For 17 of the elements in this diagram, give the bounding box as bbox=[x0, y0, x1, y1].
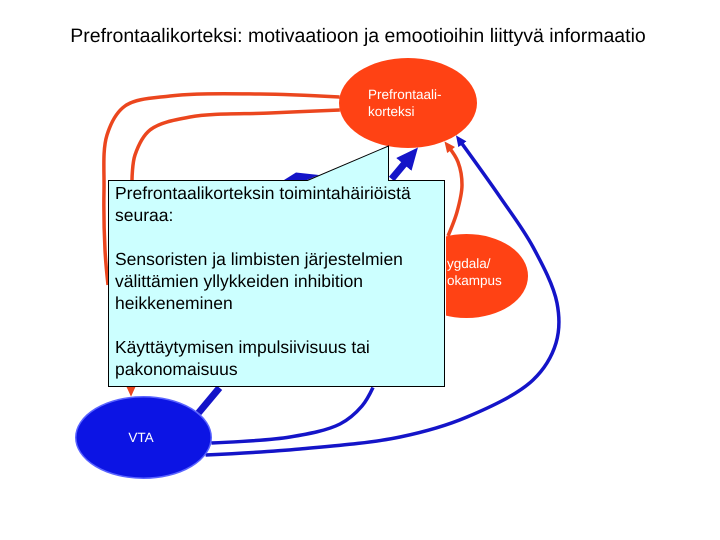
connector-line bbox=[211, 386, 375, 445]
region-label: VTA bbox=[128, 430, 154, 446]
arrow bbox=[444, 141, 464, 237]
callout-box bbox=[108, 145, 445, 387]
arrow bbox=[205, 135, 561, 457]
callout-text: Käyttäytymisen impulsiivisuus tai pakonomaisuus bbox=[115, 336, 371, 380]
arrow bbox=[388, 148, 418, 182]
callout-heading: Prefrontaalikorteksin toimintahäiriöistä seuraa: bbox=[115, 182, 412, 226]
callout-text: Sensoristen ja limbisten järjestelmien välittämien yllykkeiden inhibition heikkeneminen bbox=[115, 248, 404, 314]
region-label: ygdala/ okampus bbox=[447, 256, 502, 289]
connector-line bbox=[102, 92, 340, 286]
region-ellipse bbox=[75, 396, 212, 479]
diagram-title: Prefrontaalikorteksi: motivaatioon ja emootioihin liittyvä informaatio bbox=[70, 24, 646, 48]
connector-line bbox=[196, 386, 222, 416]
arrow bbox=[126, 386, 136, 397]
region-ellipse bbox=[339, 58, 477, 148]
region-label: Prefrontaali- korteksi bbox=[368, 86, 442, 120]
